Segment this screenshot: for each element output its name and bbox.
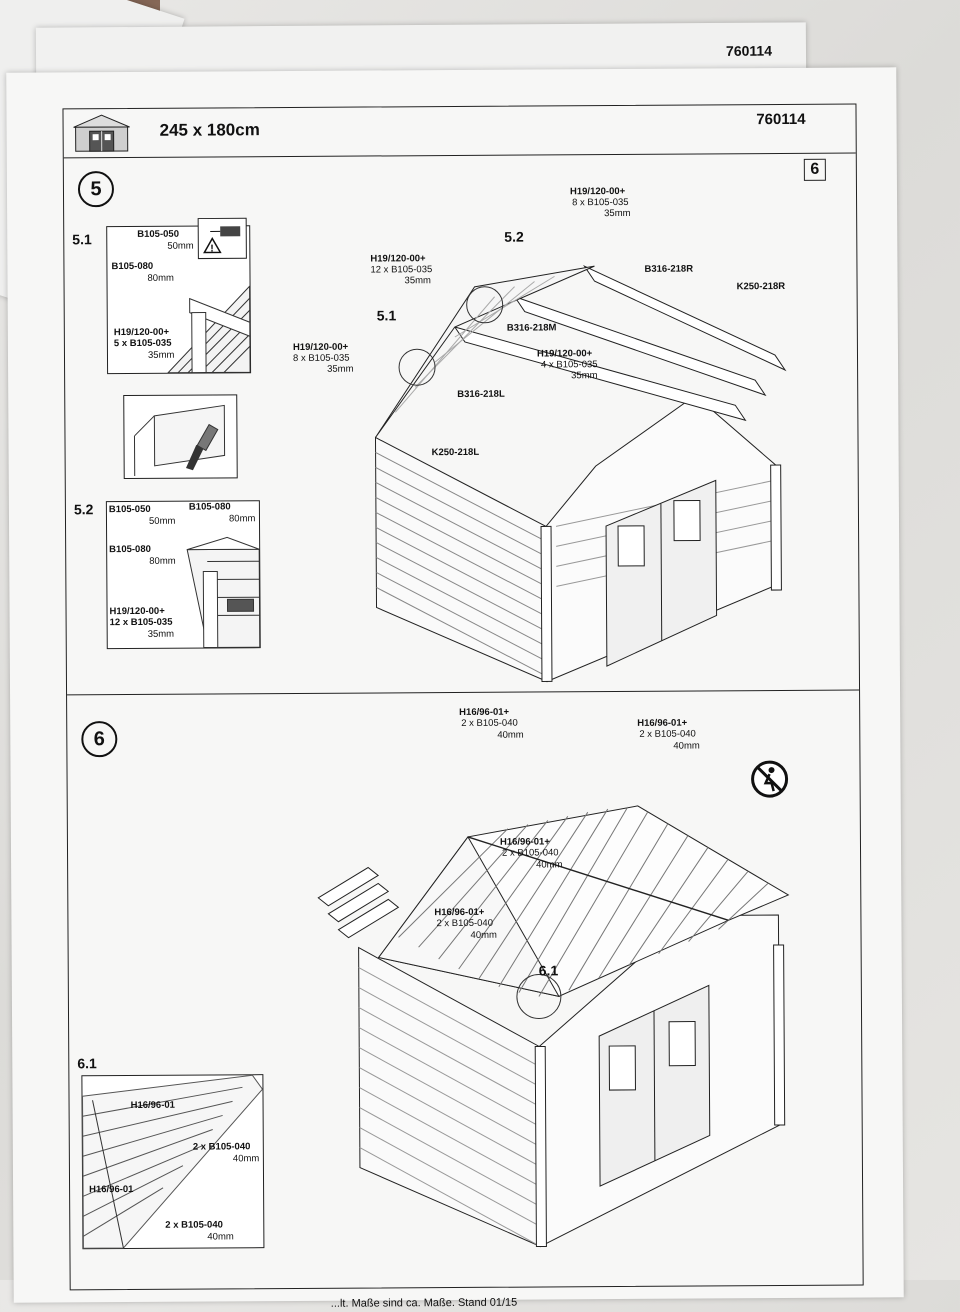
shed-thumbnail-icon bbox=[70, 113, 134, 153]
step-6-shed-drawing bbox=[307, 745, 810, 1308]
sub-step-5-2: 5.2 bbox=[74, 501, 94, 517]
d61-size-2: 40mm bbox=[233, 1153, 259, 1164]
s6-label-d2: 2 x B105-040 bbox=[436, 918, 493, 929]
d52-label-4: H19/120-00+ bbox=[110, 606, 165, 617]
back-sheet-code: 760114 bbox=[726, 43, 772, 59]
d52-size-3: 80mm bbox=[149, 556, 175, 567]
s5-callout-5-1: 5.1 bbox=[377, 307, 397, 323]
s5-label-b1: H19/120-00+ bbox=[370, 253, 425, 264]
shed-dimensions-title: 245 x 180cm bbox=[160, 120, 260, 141]
d51-size-4: 35mm bbox=[148, 350, 174, 361]
drill-warning-icon: ! bbox=[198, 218, 246, 258]
detail-6-1-panel: H16/96-01 2 x B105-040 40mm H16/96-01 2 … bbox=[81, 1074, 264, 1249]
d52-size-1: 50mm bbox=[149, 516, 175, 527]
s5-label-a3: 35mm bbox=[604, 208, 630, 219]
sub-step-5-1: 5.1 bbox=[72, 231, 92, 247]
step-6-badge: 6 bbox=[81, 721, 117, 757]
s6-label-c1: H16/96-01+ bbox=[500, 836, 550, 847]
s5-label-c1: H19/120-00+ bbox=[293, 342, 348, 353]
s5-label-a2: 8 x B105-035 bbox=[572, 197, 629, 208]
saw-detail-drawing bbox=[124, 395, 236, 478]
footer-note: ...lt. Maße sind ca. Maße. Stand 01/15 bbox=[331, 1297, 518, 1310]
s6-label-c2: 2 x B105-040 bbox=[502, 847, 559, 858]
d61-size-4: 40mm bbox=[207, 1231, 233, 1242]
s6-label-b1: H16/96-01+ bbox=[637, 718, 687, 729]
s5-label-c3: 35mm bbox=[327, 364, 353, 375]
s5-callout-5-2: 5.2 bbox=[504, 229, 524, 245]
s6-label-b3: 40mm bbox=[673, 741, 699, 752]
instruction-sheet: 245 x 180cm 760114 6 5 5.1 5.2 B105-050 … bbox=[6, 67, 903, 1302]
d51-size-1: 50mm bbox=[167, 241, 193, 252]
page-frame: 245 x 180cm 760114 6 5 5.1 5.2 B105-050 … bbox=[62, 104, 863, 1291]
page-header: 245 x 180cm 760114 bbox=[63, 105, 855, 159]
s6-label-a3: 40mm bbox=[497, 730, 523, 741]
article-number: 760114 bbox=[756, 111, 805, 128]
s5-label-c2: 8 x B105-035 bbox=[293, 353, 350, 364]
d51-label-4: 5 x B105-035 bbox=[114, 338, 172, 349]
svg-text:!: ! bbox=[210, 243, 213, 254]
d52-size-5: 35mm bbox=[148, 629, 174, 640]
s5-label-k250r: K250-218R bbox=[737, 281, 786, 292]
d61-label-4: 2 x B105-040 bbox=[165, 1219, 223, 1230]
s6-label-a1: H16/96-01+ bbox=[459, 707, 509, 718]
d61-label-3: H16/96-01 bbox=[89, 1184, 133, 1195]
d52-label-1: B105-050 bbox=[109, 504, 151, 515]
s5-label-a1: H19/120-00+ bbox=[570, 186, 625, 197]
step-5-shed-drawing bbox=[354, 225, 797, 678]
d52-label-3: B105-080 bbox=[109, 544, 151, 555]
section-divider bbox=[67, 690, 859, 696]
d52-label-2: B105-080 bbox=[189, 501, 231, 512]
s5-label-b316r: B316-218R bbox=[644, 264, 693, 275]
d51-label-1: B105-050 bbox=[137, 229, 179, 240]
d51-label-2: B105-080 bbox=[111, 261, 153, 272]
s6-label-b2: 2 x B105-040 bbox=[639, 729, 696, 740]
d51-label-3: H19/120-00+ bbox=[114, 327, 169, 338]
d52-label-5: 12 x B105-035 bbox=[110, 617, 173, 628]
s5-label-d2: 4 x B105-035 bbox=[541, 359, 598, 370]
s6-label-d3: 40mm bbox=[470, 930, 496, 941]
s5-label-d1: H19/120-00+ bbox=[537, 348, 592, 359]
d61-label-2: 2 x B105-040 bbox=[193, 1141, 251, 1152]
s5-label-b3: 35mm bbox=[404, 275, 430, 286]
saw-detail-panel bbox=[123, 394, 238, 479]
detail-5-2-panel: B105-050 50mm B105-080 80mm B105-080 80m… bbox=[106, 500, 261, 649]
s6-label-d1: H16/96-01+ bbox=[434, 907, 484, 918]
d52-size-2: 80mm bbox=[229, 513, 255, 524]
d51-size-2: 80mm bbox=[147, 273, 173, 284]
step-5-badge: 5 bbox=[78, 171, 114, 207]
d61-label-1: H16/96-01 bbox=[131, 1100, 175, 1111]
page-number-box: 6 bbox=[804, 159, 826, 181]
s6-label-c3: 40mm bbox=[536, 859, 562, 870]
s5-label-k250l: K250-218L bbox=[432, 447, 480, 458]
sub-step-6-1: 6.1 bbox=[77, 1055, 97, 1071]
s5-label-b316l: B316-218L bbox=[457, 389, 505, 400]
s5-label-d3: 35mm bbox=[571, 370, 597, 381]
s5-label-b316m: B316-218M bbox=[507, 322, 557, 333]
s6-label-a2: 2 x B105-040 bbox=[461, 718, 518, 729]
s6-callout-6-1: 6.1 bbox=[539, 962, 559, 978]
s5-label-b2: 12 x B105-035 bbox=[370, 264, 432, 275]
